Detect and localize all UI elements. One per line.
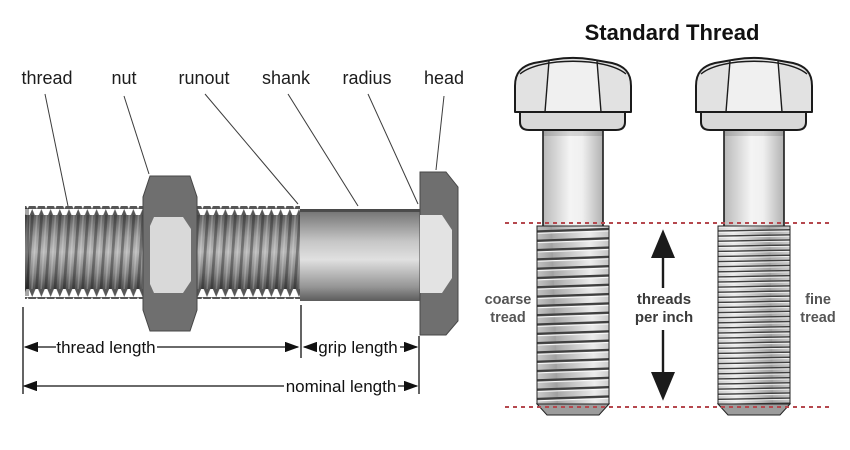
coarse-head-facet-line-left: [544, 60, 550, 113]
tpi-label-line1: threads: [637, 291, 691, 308]
fine-thread-section: [717, 225, 791, 405]
part-label-shank: shank: [262, 68, 311, 88]
coarse-thread-section: [536, 225, 610, 405]
nominal-length-label: nominal length: [286, 377, 397, 396]
shank-top-edge: [300, 209, 420, 212]
coarse-bolt-shank: [542, 127, 604, 229]
fine-bolt-head-crown: [700, 60, 808, 75]
shank-leader-line: [287, 93, 359, 207]
fine-head-facet-line-left: [725, 60, 731, 113]
tpi-label-backing: [632, 288, 696, 330]
coarse-bolt-head-flange: [519, 111, 626, 131]
grip-length-label: grip length: [318, 338, 397, 357]
fine-label-line2: tread: [800, 310, 835, 326]
coarse-bolt-head-facet: [545, 61, 601, 112]
fine-bolt: [695, 57, 813, 416]
part-label-head: head: [424, 68, 464, 88]
nut-leader-line: [123, 95, 150, 175]
coarse-bolt: [514, 57, 632, 416]
leader-lines: [44, 93, 445, 207]
radius-leader-line: [367, 93, 419, 205]
fine-neck-shadow: [725, 130, 783, 136]
runout-leader-line: [204, 93, 299, 205]
bolt-anatomy-panel: thread nut runout shank radius head: [21, 68, 464, 396]
part-label-nut: nut: [111, 68, 136, 88]
fine-label-line1: fine: [805, 292, 831, 308]
coarse-bolt-tip: [535, 403, 611, 416]
nut-shape: [142, 175, 198, 332]
head-shape: [419, 171, 459, 336]
fine-bolt-head-flange: [700, 111, 807, 131]
fine-bolt-tip: [716, 403, 792, 416]
coarse-head-facet-line-right: [596, 60, 602, 113]
coarse-neck-shadow: [544, 130, 602, 136]
part-label-runout: runout: [178, 68, 229, 88]
part-label-radius: radius: [342, 68, 391, 88]
shank-shape: [300, 209, 420, 301]
coarse-label-line1: coarse: [485, 292, 532, 308]
head-facet: [420, 215, 452, 293]
thread-length-label: thread length: [56, 338, 155, 357]
fine-bolt-head-facet: [726, 61, 782, 112]
thread-leader-line: [44, 93, 69, 207]
dimension-lines: [22, 305, 420, 394]
fine-head-facet-line-right: [777, 60, 783, 113]
standard-thread-panel: Standard Thread: [485, 20, 836, 416]
nut-facet: [150, 217, 191, 293]
coarse-bolt-head-crown: [519, 60, 627, 75]
head-leader-line: [435, 95, 445, 171]
standard-thread-title: Standard Thread: [585, 20, 760, 45]
coarse-label-line2: tread: [490, 310, 525, 326]
rod-left-chamfer: [25, 208, 29, 296]
tpi-label-line2: per inch: [635, 309, 693, 326]
part-label-thread: thread: [21, 68, 72, 88]
fine-bolt-shank: [723, 127, 785, 229]
